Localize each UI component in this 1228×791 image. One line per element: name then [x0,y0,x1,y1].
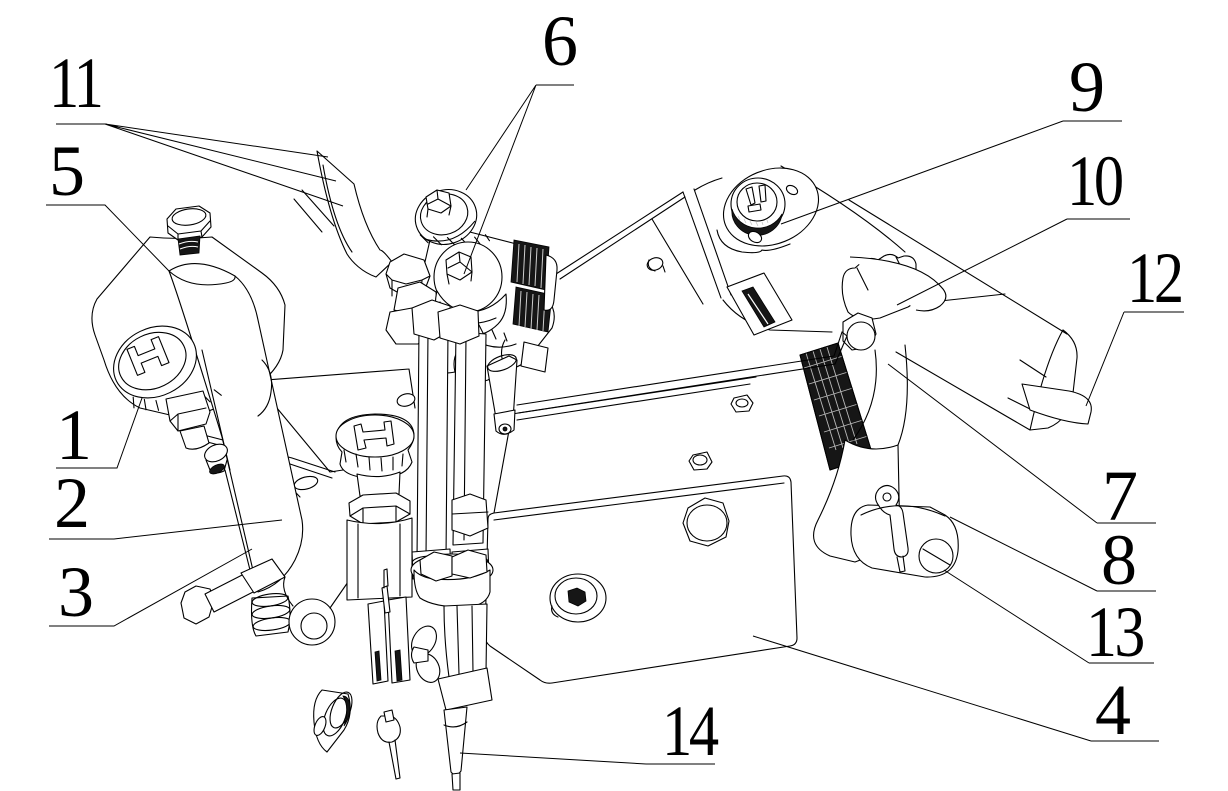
svg-text:3: 3 [58,552,94,632]
svg-text:10: 10 [1067,142,1122,221]
svg-text:14: 14 [662,692,719,771]
svg-text:4: 4 [1095,670,1131,750]
svg-text:2: 2 [54,463,90,543]
svg-text:6: 6 [542,1,578,81]
svg-text:1: 1 [56,395,92,475]
svg-text:12: 12 [1127,239,1181,318]
svg-text:5: 5 [49,131,85,211]
svg-text:11: 11 [49,44,101,123]
svg-text:9: 9 [1069,47,1105,127]
svg-text:8: 8 [1101,520,1137,600]
svg-text:7: 7 [1102,456,1138,536]
svg-text:13: 13 [1086,592,1143,672]
